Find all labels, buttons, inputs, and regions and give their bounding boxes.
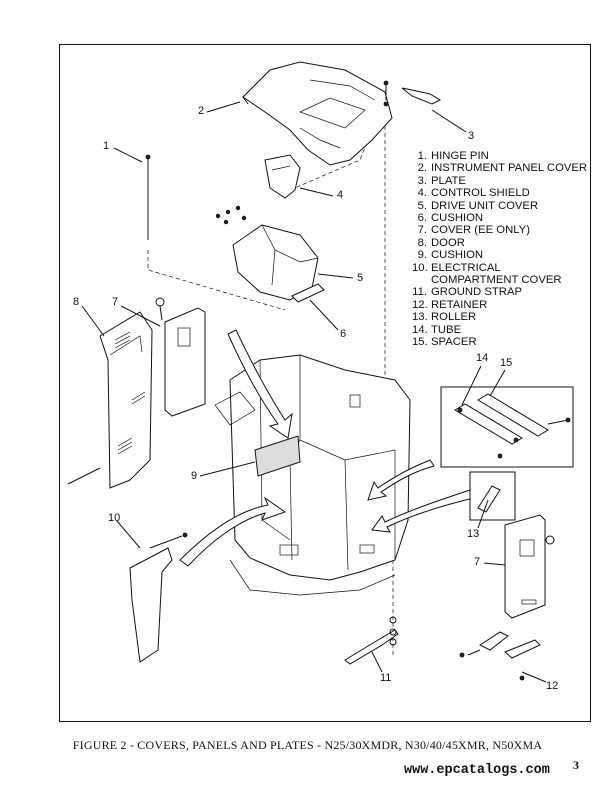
callout-10: 10 bbox=[108, 512, 121, 524]
callout-1: 1 bbox=[103, 140, 110, 152]
assembly-arrows bbox=[179, 329, 475, 567]
drive-unit-cover-part bbox=[232, 224, 319, 301]
callout-5: 5 bbox=[357, 272, 364, 284]
control-shield-part bbox=[264, 154, 301, 199]
figure-frame bbox=[59, 44, 591, 722]
instrument-panel-cover-part bbox=[242, 61, 393, 166]
page-number: 3 bbox=[573, 758, 579, 772]
callout-12: 12 bbox=[546, 680, 559, 692]
cover-ee-left-part bbox=[155, 297, 206, 417]
door-vents bbox=[114, 331, 146, 455]
legend-item: 7.COVER (EE ONLY) bbox=[417, 224, 530, 237]
legend-item: 1.HINGE PIN bbox=[417, 150, 489, 162]
callout-4: 4 bbox=[337, 189, 344, 201]
callout-14: 14 bbox=[476, 352, 489, 364]
hinge-pin-part bbox=[145, 154, 151, 240]
legend-item: COMPARTMENT COVER bbox=[431, 274, 562, 287]
legend-item: 3.PLATE bbox=[417, 174, 466, 187]
chassis-frame bbox=[214, 354, 411, 596]
legend-item: 6.CUSHION bbox=[417, 212, 484, 225]
callout-2: 2 bbox=[198, 105, 205, 117]
legend-item: 15.SPACER bbox=[412, 336, 477, 349]
legend-item: 8.DOOR bbox=[417, 236, 465, 249]
legend-item: 13.ROLLER bbox=[412, 311, 477, 324]
callout-9: 9 bbox=[191, 470, 198, 482]
retainer-part bbox=[459, 631, 541, 681]
legend-item: 10.ELECTRICAL bbox=[412, 261, 501, 274]
door-part bbox=[67, 311, 153, 489]
electrical-compartment-cover-part bbox=[129, 532, 188, 663]
ground-strap-part bbox=[344, 616, 399, 665]
legend-item: 4.CONTROL SHIELD bbox=[417, 187, 530, 200]
callout-11: 11 bbox=[380, 672, 392, 684]
leader-lines bbox=[81, 101, 547, 683]
callout-6: 6 bbox=[340, 328, 347, 340]
callout-15: 15 bbox=[500, 357, 513, 369]
callout-3: 3 bbox=[468, 130, 475, 142]
callout-7-right: 7 bbox=[474, 556, 481, 568]
tube-spacer-inset bbox=[440, 386, 574, 468]
roller-inset bbox=[469, 471, 516, 521]
legend-item: 14.TUBE bbox=[412, 323, 462, 336]
legend-item: 5.DRIVE UNIT COVER bbox=[417, 199, 539, 212]
legend-item: 9.CUSHION bbox=[417, 249, 484, 262]
cushion-9-part bbox=[254, 435, 301, 477]
cushion-part bbox=[291, 283, 325, 303]
callout-8: 8 bbox=[73, 296, 80, 308]
legend-item: 12.RETAINER bbox=[412, 298, 488, 311]
callout-7-left: 7 bbox=[112, 296, 119, 308]
parts-legend: 1.HINGE PIN 2.INSTRUMENT PANEL COVER 3.P… bbox=[412, 150, 587, 349]
figure-caption: FIGURE 2 - COVERS, PANELS AND PLATES - N… bbox=[72, 738, 543, 752]
legend-item: 11.GROUND STRAP bbox=[412, 286, 523, 299]
plate-part bbox=[383, 80, 442, 107]
callout-13: 13 bbox=[467, 528, 480, 540]
legend-item: 2.INSTRUMENT PANEL COVER bbox=[417, 162, 588, 175]
cover-ee-right-part bbox=[504, 514, 555, 619]
site-watermark[interactable]: www.epcatalogs.com bbox=[404, 763, 550, 778]
